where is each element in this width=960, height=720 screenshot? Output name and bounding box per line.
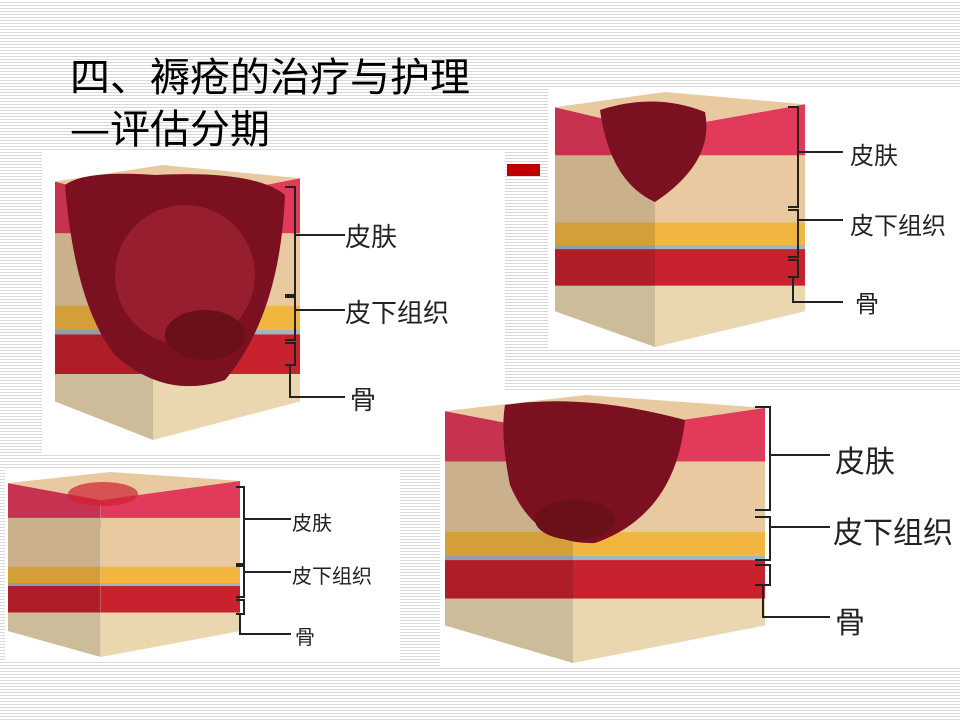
ulcer-diagram-stage-1: 皮肤 皮下组织 骨 (8, 472, 400, 657)
label-subcutaneous: 皮下组织 (833, 516, 953, 551)
label-skin: 皮肤 (345, 223, 398, 253)
label-subcutaneous: 皮下组织 (850, 212, 946, 240)
slide-title: 四、褥疮的治疗与护理 —评估分期 (70, 52, 470, 156)
label-skin: 皮肤 (292, 511, 332, 535)
ulcer-diagram-stage-2: 皮肤 皮下组织 骨 (555, 92, 960, 347)
label-subcutaneous: 皮下组织 (292, 564, 372, 588)
label-bone: 骨 (350, 386, 377, 416)
label-skin: 皮肤 (835, 445, 895, 480)
label-bone: 骨 (855, 290, 879, 318)
accent-bar (507, 164, 540, 176)
ulcer-diagram-stage-4: 皮肤 皮下组织 骨 (55, 165, 455, 445)
label-subcutaneous: 皮下组织 (345, 299, 450, 329)
ulcer-diagram-stage-3: 皮肤 皮下组织 骨 (445, 395, 960, 665)
title-line-2: —评估分期 (70, 107, 270, 153)
label-skin: 皮肤 (850, 142, 898, 170)
title-line-1: 四、褥疮的治疗与护理 (70, 55, 470, 101)
label-bone: 骨 (295, 625, 315, 649)
label-bone: 骨 (835, 606, 865, 641)
